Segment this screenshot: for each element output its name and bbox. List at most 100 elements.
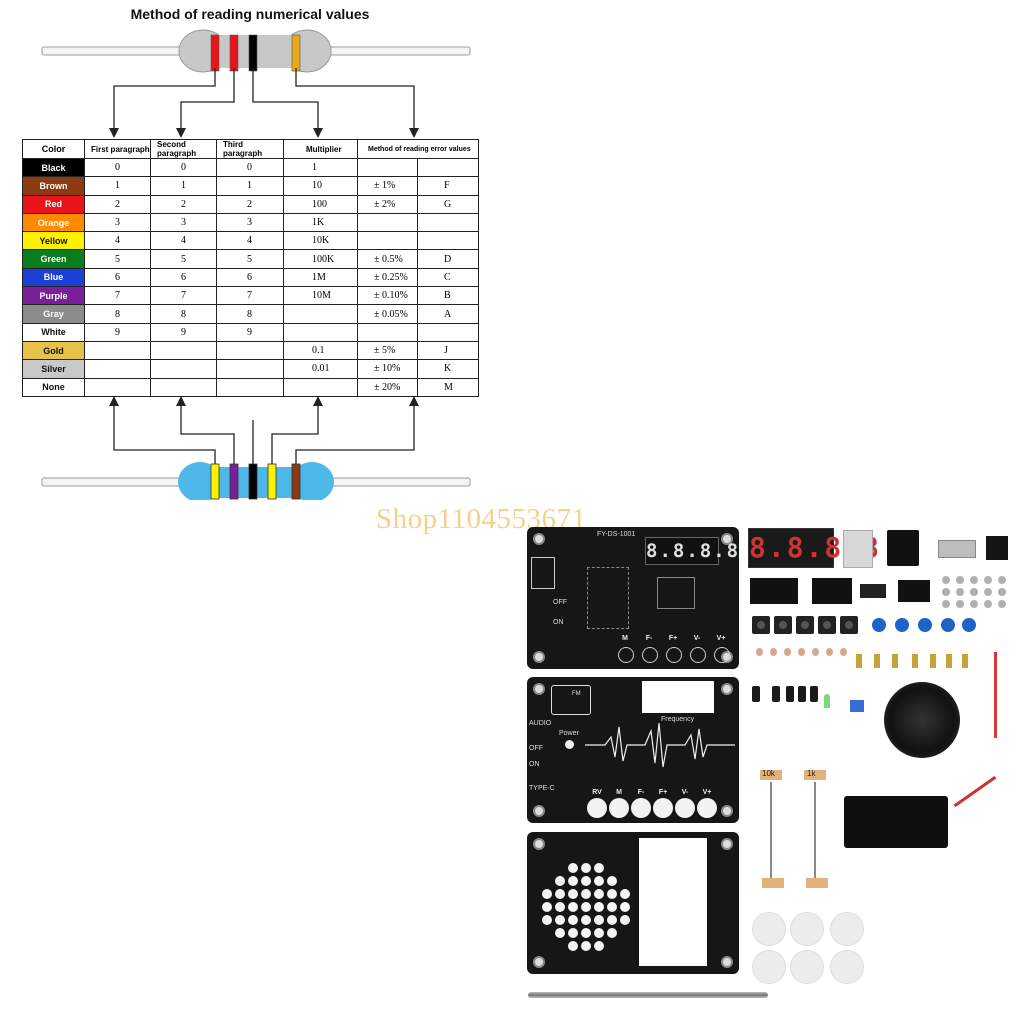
- multiplier: 1: [283, 157, 358, 178]
- panel-button-label: F-: [637, 789, 645, 796]
- foam-pad: [790, 912, 824, 946]
- button-footprint: [666, 647, 682, 663]
- grill-hole: [581, 902, 591, 912]
- top-resistor: [178, 29, 332, 73]
- off-label: OFF: [529, 745, 543, 752]
- grill-hole: [555, 915, 565, 925]
- second-digit: 8: [150, 304, 217, 324]
- tolerance: ± 0.10%: [357, 286, 418, 306]
- grill-hole: [620, 902, 630, 912]
- table-header-row: Color First paragraph Second paragraph T…: [22, 139, 479, 159]
- tolerance-letter: G: [417, 194, 479, 214]
- usb-footprint: [531, 557, 555, 589]
- first-digit: 5: [84, 249, 151, 269]
- brass-standoff: [962, 654, 968, 668]
- ceramic-capacitor: [784, 648, 791, 656]
- wire: [953, 775, 997, 808]
- usb-connector: [898, 580, 930, 602]
- tolerance-letter: A: [417, 304, 479, 324]
- ic-chip: [812, 578, 852, 604]
- color-name: White: [22, 322, 85, 342]
- tolerance: [357, 212, 418, 233]
- brass-standoff: [912, 654, 918, 668]
- multiplier: 1K: [283, 212, 358, 233]
- ceramic-capacitor: [840, 648, 847, 656]
- grill-hole: [581, 863, 591, 873]
- first-digit: 9: [84, 322, 151, 342]
- arrow-head: [109, 396, 119, 406]
- grill-hole: [568, 889, 578, 899]
- color-name: Green: [22, 249, 85, 269]
- button-footprint: [714, 647, 730, 663]
- mount-hole: [721, 838, 733, 850]
- button-cap: [941, 618, 955, 632]
- grill-hole: [581, 941, 591, 951]
- panel-button-label: RV: [592, 789, 602, 796]
- tolerance: ± 2%: [357, 194, 418, 214]
- tolerance-letter: D: [417, 249, 479, 269]
- grill-hole: [555, 876, 565, 886]
- top-arrows: [113, 68, 415, 130]
- arrow-head: [176, 396, 186, 406]
- second-digit: 2: [150, 194, 217, 214]
- screw: [956, 576, 964, 584]
- resistor-strip: 1k: [804, 769, 826, 780]
- resistor-label: 10k: [762, 769, 775, 778]
- mount-hole: [533, 838, 545, 850]
- ceramic-capacitor: [756, 648, 763, 656]
- panel-button: [587, 798, 607, 818]
- tactile-switch: [840, 616, 858, 634]
- bottom-band-3: [248, 463, 258, 500]
- panel-button-label: M: [616, 789, 622, 796]
- tolerance-letter: [417, 157, 479, 178]
- electrolytic-capacitor: [752, 686, 760, 702]
- speaker: [884, 682, 960, 758]
- multiplier: [283, 322, 358, 342]
- tolerance: ± 0.5%: [357, 249, 418, 269]
- grill-hole: [620, 915, 630, 925]
- panel-button-label: F+: [658, 789, 668, 796]
- screw: [956, 588, 964, 596]
- radio-icon: FM: [551, 685, 591, 715]
- brass-standoff: [856, 654, 862, 668]
- multiplier: 100K: [283, 249, 358, 269]
- second-digit: [150, 340, 217, 361]
- second-digit: [150, 377, 217, 397]
- brass-standoff: [874, 654, 880, 668]
- audio-jack: [887, 530, 919, 566]
- arrow-head: [409, 128, 419, 138]
- screw: [984, 600, 992, 608]
- grill-hole: [594, 863, 604, 873]
- ic-chip: [860, 584, 886, 598]
- first-digit: [84, 377, 151, 397]
- header-color: Color: [22, 139, 85, 159]
- screw: [998, 588, 1006, 596]
- multiplier: 0.01: [283, 359, 358, 379]
- color-name: Purple: [22, 286, 85, 306]
- screw: [998, 600, 1006, 608]
- arrow-head: [109, 128, 119, 138]
- mount-hole: [533, 956, 545, 968]
- pcb-back-panel: [527, 832, 739, 974]
- button-cap: [918, 618, 932, 632]
- top-band-2: [229, 34, 239, 72]
- color-name: Silver: [22, 359, 85, 379]
- second-digit: 5: [150, 249, 217, 269]
- button-footprint: [618, 647, 634, 663]
- screw: [942, 600, 950, 608]
- button-cap: [962, 618, 976, 632]
- multiplier: 10: [283, 176, 358, 196]
- bottom-band-1: [210, 463, 220, 500]
- top-band-3: [248, 34, 258, 72]
- wire: [994, 652, 997, 738]
- first-digit: 8: [84, 304, 151, 324]
- page-title: Method of reading numerical values: [130, 6, 370, 22]
- resistor-label: 1k: [807, 769, 816, 778]
- tolerance-letter: [417, 231, 479, 251]
